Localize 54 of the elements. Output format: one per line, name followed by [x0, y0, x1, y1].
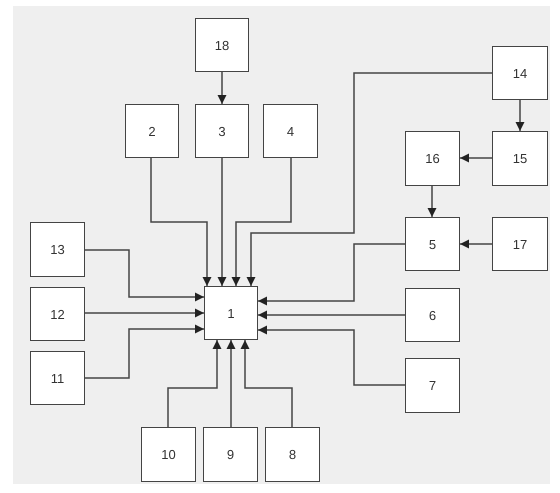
process-box	[195, 104, 249, 158]
arrow	[516, 100, 524, 131]
arrow	[218, 158, 226, 286]
box-label: 6	[428, 308, 436, 322]
arrow	[85, 308, 204, 318]
process-box	[30, 351, 85, 405]
box-label: 8	[288, 447, 296, 462]
process-box	[405, 288, 460, 342]
box-label: 11	[50, 370, 64, 386]
process-box	[405, 217, 460, 271]
process-box	[263, 104, 318, 158]
arrow	[226, 340, 236, 427]
process-box	[195, 18, 249, 72]
process-box	[30, 287, 85, 341]
process-box	[492, 46, 548, 100]
process-box	[30, 222, 85, 277]
process-box	[265, 427, 320, 482]
box-label: 10	[161, 447, 176, 462]
arrow	[258, 310, 405, 320]
arrow	[460, 154, 492, 162]
arrow	[258, 243, 405, 306]
box-label: 16	[425, 151, 440, 166]
process-box	[203, 427, 258, 482]
arrow	[85, 249, 204, 302]
process-box	[492, 217, 548, 271]
arrow	[167, 340, 222, 427]
arrow	[258, 326, 405, 386]
box-label: 15	[512, 151, 528, 166]
box-label: 1	[227, 306, 235, 320]
arrow	[240, 340, 293, 427]
arrow	[218, 72, 226, 104]
process-box	[204, 286, 258, 340]
process-box	[492, 131, 548, 186]
arrow	[85, 324, 204, 379]
box-label: 12	[50, 306, 65, 322]
box-label: 13	[50, 242, 65, 257]
box-label: 3	[218, 124, 226, 138]
box-label: 4	[286, 124, 294, 138]
process-box	[405, 358, 460, 413]
arrow	[428, 186, 436, 217]
process-box	[125, 104, 179, 158]
box-label: 5	[428, 236, 436, 252]
box-label: 18	[214, 38, 230, 52]
box-label: 17	[512, 236, 528, 252]
box-label: 9	[226, 447, 234, 462]
box-label: 14	[512, 66, 528, 80]
arrow	[246, 72, 492, 286]
process-box	[141, 427, 196, 482]
box-label: 7	[428, 378, 436, 393]
arrow	[232, 158, 292, 286]
arrow	[150, 158, 212, 286]
arrow	[460, 240, 492, 248]
box-label: 2	[148, 124, 156, 138]
process-box	[405, 131, 460, 186]
